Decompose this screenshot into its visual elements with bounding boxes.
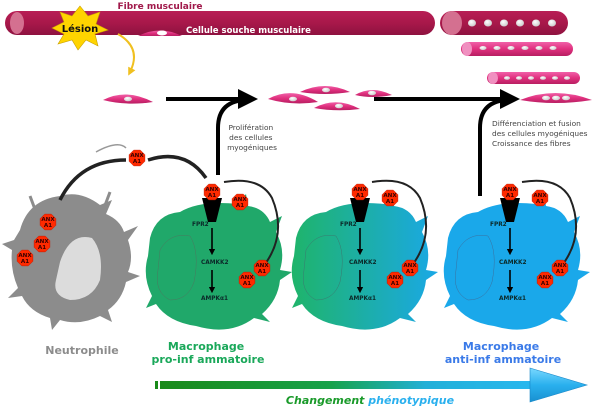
injury-arrow (117, 33, 136, 76)
fusing-myocyte (520, 93, 592, 103)
svg-text:A1: A1 (506, 193, 514, 199)
ampk-label: AMPKα1 (499, 296, 526, 302)
camkk2-label: CAMKK2 (201, 260, 229, 266)
camkk2-label: CAMKK2 (499, 260, 527, 266)
svg-text:ANX: ANX (233, 197, 247, 203)
neutrophil-release-arrow (58, 158, 127, 201)
neutrophil-cell (2, 191, 140, 330)
transitioning-macrophage (291, 194, 438, 330)
muscle-fiber (5, 11, 435, 35)
annexin-a1-molecules: ANXA1ANXA1ANXA1ANXA1ANXA1ANXA1ANXA1ANXA1… (16, 149, 569, 289)
growing-fiber-1 (461, 42, 573, 56)
svg-text:ANX: ANX (255, 263, 269, 269)
svg-text:A1: A1 (21, 259, 29, 265)
fpr2-label: FPR2 (192, 222, 209, 228)
svg-text:A1: A1 (38, 245, 46, 251)
injury-burst-icon (51, 5, 109, 51)
svg-text:ANX: ANX (35, 239, 49, 245)
svg-text:A1: A1 (236, 203, 244, 209)
signaling-arrows (208, 228, 514, 294)
proliferating-cells (268, 86, 392, 111)
svg-text:A1: A1 (391, 281, 399, 287)
activated-stem-cell (103, 94, 153, 104)
svg-text:ANX: ANX (205, 187, 219, 193)
autocrine-loops (223, 179, 577, 269)
svg-text:A1: A1 (258, 269, 266, 275)
svg-text:ANX: ANX (533, 193, 547, 199)
svg-text:ANX: ANX (383, 193, 397, 199)
macrophage-to-proliferation-arrow (216, 98, 249, 175)
ampk-label: AMPKα1 (349, 296, 376, 302)
pathway-labels: FPR2 CAMKK2 AMPKα1 FPR2 CAMKK2 AMPKα1 FP… (192, 222, 527, 302)
ampk-label: AMPKα1 (201, 296, 228, 302)
anti-inflammatory-title: Macrophage anti-inf ammatoire (445, 340, 561, 366)
proliferation-label: Prolifération des cellules myogéniques (227, 123, 277, 152)
svg-text:ANX: ANX (130, 153, 144, 159)
svg-text:A1: A1 (356, 193, 364, 199)
phenotype-change-axis (155, 367, 589, 403)
macrophage-to-differentiation-arrow (478, 98, 511, 196)
svg-text:ANX: ANX (240, 275, 254, 281)
svg-text:A1: A1 (133, 159, 141, 165)
svg-text:ANX: ANX (353, 187, 367, 193)
pro-inflammatory-title: Macrophage pro-inf ammatoire (152, 340, 265, 366)
anti-inflammatory-macrophage (443, 194, 590, 330)
phenotype-change-label: Changement phénotypique (286, 394, 455, 407)
svg-text:A1: A1 (406, 269, 414, 275)
muscle-fiber-label: Fibre musculaire (117, 2, 202, 12)
injury-label: Lésion (62, 23, 99, 35)
anx-to-macrophage-arrow (147, 154, 208, 180)
fpr2-receptors (202, 198, 520, 222)
svg-text:ANX: ANX (553, 263, 567, 269)
svg-text:A1: A1 (556, 269, 564, 275)
camkk2-label: CAMKK2 (349, 260, 377, 266)
stem-cell-label: Cellule souche musculaire (186, 26, 311, 36)
svg-text:A1: A1 (44, 223, 52, 229)
svg-text:ANX: ANX (388, 275, 402, 281)
differentiation-label: Différenciation et fusion des cellules m… (492, 119, 590, 148)
svg-text:ANX: ANX (538, 275, 552, 281)
growing-fiber-2 (487, 72, 580, 84)
svg-text:A1: A1 (386, 199, 394, 205)
svg-text:ANX: ANX (503, 187, 517, 193)
fpr2-label: FPR2 (340, 222, 357, 228)
svg-text:A1: A1 (243, 281, 251, 287)
svg-text:ANX: ANX (18, 253, 32, 259)
pro-inflammatory-macrophage (145, 194, 292, 330)
neutrophil-title: Neutrophile (45, 344, 118, 357)
svg-text:A1: A1 (208, 193, 216, 199)
neutrophil-white-arrow (95, 144, 127, 153)
mature-fiber (440, 11, 568, 35)
stem-cell (138, 30, 182, 36)
fpr2-label: FPR2 (490, 222, 507, 228)
svg-text:ANX: ANX (403, 263, 417, 269)
svg-text:A1: A1 (536, 199, 544, 205)
svg-text:ANX: ANX (41, 217, 55, 223)
svg-text:A1: A1 (541, 281, 549, 287)
